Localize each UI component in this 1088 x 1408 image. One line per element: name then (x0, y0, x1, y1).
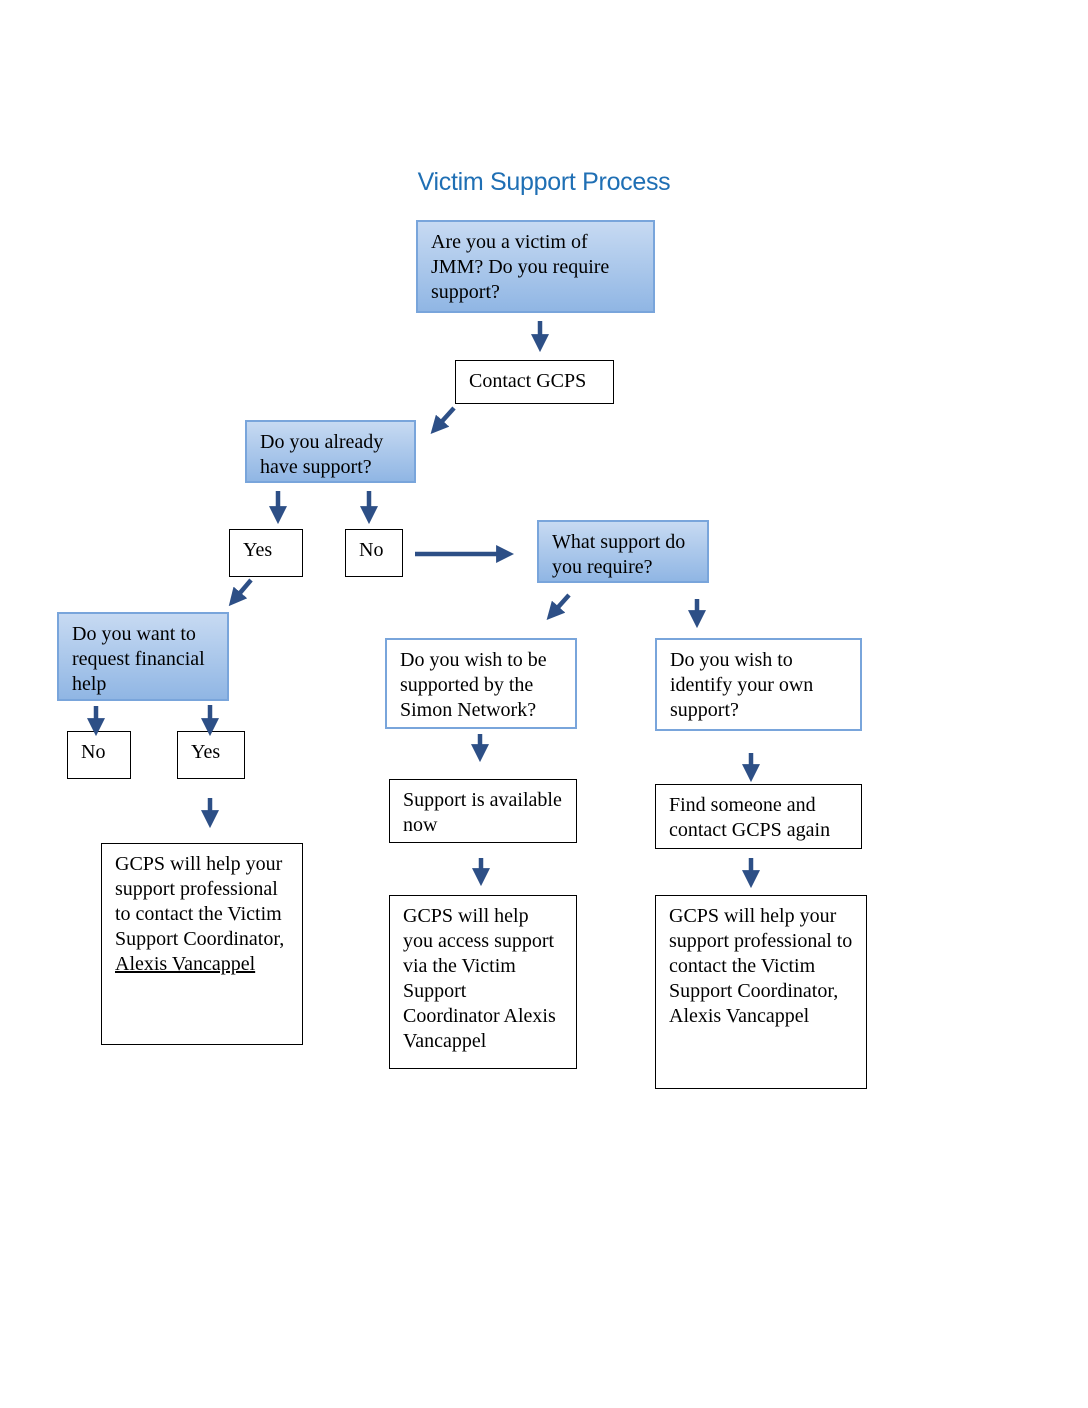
coordinator-name-link: Alexis Vancappel (115, 953, 256, 975)
node-victim-question: Are you a victim of JMM? Do you require … (416, 220, 655, 313)
arrow-contact-to-already (430, 406, 456, 435)
page-title: Victim Support Process (417, 168, 671, 196)
node-gcps-help-right: GCPS will help your support professional… (655, 895, 867, 1089)
gcps-help-left-text: GCPS will help your support professional… (115, 853, 285, 950)
node-support-available: Support is available now (389, 779, 577, 843)
node-no-1: No (345, 529, 403, 577)
node-gcps-help-left: GCPS will help your support professional… (101, 843, 303, 1045)
node-find-someone: Find someone and contact GCPS again (655, 784, 862, 849)
node-yes-1: Yes (229, 529, 303, 577)
node-what-support-question: What support do you require? (537, 520, 709, 583)
arrow-what-to-simon (546, 593, 571, 621)
node-simon-question: Do you wish to be supported by the Simon… (385, 638, 577, 729)
node-contact-gcps: Contact GCPS (455, 360, 614, 404)
node-already-support-question: Do you already have support? (245, 420, 416, 483)
node-financial-question: Do you want to request financial help (57, 612, 229, 701)
node-no-2: No (67, 731, 131, 779)
arrow-yes-to-financial (228, 578, 253, 607)
node-gcps-help-middle: GCPS will help you access support via th… (389, 895, 577, 1069)
node-own-support-question: Do you wish to identify your own support… (655, 638, 862, 731)
